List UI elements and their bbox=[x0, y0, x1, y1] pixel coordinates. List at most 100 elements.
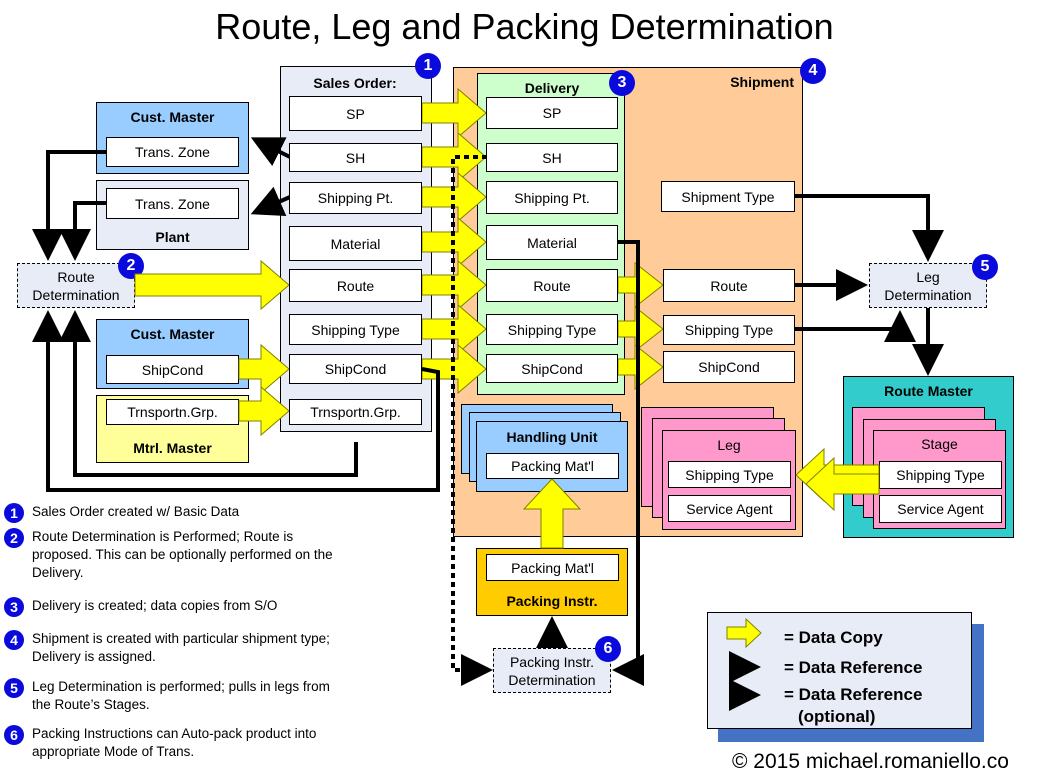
shipment-field-route: Route bbox=[663, 269, 795, 302]
copy-arrow-delivery-to-shipment-0 bbox=[617, 261, 664, 309]
note-2: 2 Route Determination is Performed; Rout… bbox=[4, 528, 344, 584]
ref-shipping-type-to-leg-det bbox=[794, 310, 916, 342]
note-badge-6: 6 bbox=[4, 725, 24, 745]
shipment-title: Shipment bbox=[730, 74, 794, 90]
step-badge-3: 3 bbox=[609, 70, 635, 96]
optref-sh-to-packing-det bbox=[451, 155, 493, 686]
route-determination-line1: Route bbox=[57, 268, 95, 285]
packing-determination-line2: Determination bbox=[508, 671, 596, 688]
ref-cust-zone-to-route-det bbox=[32, 150, 106, 261]
stage-shipping-type: Shipping Type bbox=[879, 461, 1002, 489]
delivery-field-shipcond: ShipCond bbox=[486, 354, 618, 383]
route-master-title: Route Master bbox=[884, 383, 973, 399]
copy-arrow-mtrlmaster-to-so bbox=[238, 385, 290, 437]
note-text-6: Packing Instructions can Auto-pack produ… bbox=[32, 726, 317, 759]
note-1: 1 Sales Order created w/ Basic Data bbox=[4, 503, 344, 523]
copy-arrow-delivery-to-shipment-1 bbox=[617, 305, 664, 353]
note-text-2: Route Determination is Performed; Route … bbox=[32, 529, 333, 580]
ref-trnsportn-to-route-det bbox=[59, 310, 358, 477]
plant-title: Plant bbox=[155, 229, 190, 245]
diagram-title: Route, Leg and Packing Determination bbox=[215, 6, 834, 47]
delivery-field-shipping-pt: Shipping Pt. bbox=[486, 181, 618, 214]
data-reference-arrows bbox=[32, 137, 944, 686]
sales-order-field-route: Route bbox=[289, 269, 422, 302]
step-badge-5: 5 bbox=[972, 254, 998, 280]
packing-instr-title: Packing Instr. bbox=[506, 593, 598, 609]
copyright: © 2015 michael.romaniello.co bbox=[732, 750, 1009, 773]
packing-determination-line1: Packing Instr. bbox=[509, 653, 595, 670]
note-badge-4: 4 bbox=[4, 630, 24, 650]
note-text-4: Shipment is created with particular ship… bbox=[32, 631, 330, 664]
delivery-field-shipping-type: Shipping Type bbox=[486, 314, 618, 345]
leg-title: Leg bbox=[717, 437, 741, 453]
copy-arrow-route-det-to-so bbox=[134, 259, 290, 311]
legend-icons bbox=[726, 617, 762, 711]
leg-determination-line1: Leg bbox=[916, 268, 940, 285]
ref-shipcond-to-route-det bbox=[32, 310, 440, 492]
stage-title: Stage bbox=[921, 436, 958, 452]
copy-arrow-stage-to-leg-1 bbox=[805, 456, 880, 512]
delivery-field-sh: SH bbox=[486, 143, 618, 172]
ref-sh-to-cust-master bbox=[250, 137, 291, 167]
copy-arrow-delivery-to-shipment-2 bbox=[617, 343, 664, 391]
copy-arrow-so-to-delivery-0 bbox=[421, 87, 487, 139]
delivery-field-route: Route bbox=[486, 269, 618, 302]
step-badge-4: 4 bbox=[800, 58, 826, 84]
sales-order-field-sp: SP bbox=[289, 96, 422, 131]
step-badge-1: 1 bbox=[415, 53, 441, 79]
shipment-field-shipping-type: Shipping Type bbox=[663, 315, 795, 345]
note-text-5: Leg Determination is performed; pulls in… bbox=[32, 679, 330, 712]
route-determination-line2: Determination bbox=[32, 286, 120, 303]
route-determination: Route Determination bbox=[17, 263, 135, 308]
leg-service-agent: Service Agent bbox=[668, 495, 791, 522]
cust-master-shipcond: ShipCond bbox=[106, 355, 239, 384]
sales-order-field-shipping-type: Shipping Type bbox=[289, 314, 422, 345]
copy-arrow-so-to-delivery-1 bbox=[421, 131, 487, 183]
sales-order-field-shipcond: ShipCond bbox=[289, 354, 422, 384]
data-copy-arrow-icon bbox=[726, 617, 762, 649]
sales-order-field-trnsportn-grp: Trnsportn.Grp. bbox=[289, 399, 422, 425]
sales-order-field-sh: SH bbox=[289, 143, 422, 172]
ref-shippingpt-to-plant bbox=[250, 186, 291, 217]
cust-master-top-title: Cust. Master bbox=[130, 109, 215, 125]
note-4: 4 Shipment is created with particular sh… bbox=[4, 630, 344, 668]
handling-unit-packing-matl: Packing Mat'l bbox=[486, 453, 619, 479]
delivery-field-material: Material bbox=[486, 225, 618, 260]
mtrl-master-title: Mtrl. Master bbox=[133, 440, 212, 456]
note-badge-3: 3 bbox=[4, 597, 24, 617]
ref-material-to-packing-det bbox=[612, 240, 644, 686]
handling-unit-title: Handling Unit bbox=[506, 429, 598, 445]
leg-shipping-type: Shipping Type bbox=[668, 461, 791, 488]
note-6: 6 Packing Instructions can Auto-pack pro… bbox=[4, 725, 344, 763]
legend-label-data-reference-optional: = Data Reference bbox=[784, 685, 923, 704]
note-text-3: Delivery is created; data copies from S/… bbox=[32, 598, 278, 613]
copy-arrow-so-to-delivery-5 bbox=[421, 303, 487, 355]
notes-list: 1 Sales Order created w/ Basic Data 2 Ro… bbox=[4, 503, 344, 773]
delivery-title: Delivery bbox=[524, 80, 580, 96]
legend-label-data-reference: = Data Reference bbox=[784, 658, 923, 677]
data-reference-optional-arrows bbox=[451, 155, 493, 686]
sales-order-field-shipping-pt: Shipping Pt. bbox=[289, 182, 422, 214]
note-3: 3 Delivery is created; data copies from … bbox=[4, 597, 344, 617]
note-badge-1: 1 bbox=[4, 503, 24, 523]
ref-plant-zone-to-route-det bbox=[59, 201, 106, 261]
note-badge-5: 5 bbox=[4, 678, 24, 698]
note-text-1: Sales Order created w/ Basic Data bbox=[32, 504, 240, 519]
copy-arrow-custmaster-to-so bbox=[238, 343, 290, 395]
packing-instr-determination: Packing Instr. Determination bbox=[493, 648, 611, 693]
leg-determination-line2: Determination bbox=[884, 286, 972, 303]
plant-trans-zone: Trans. Zone bbox=[106, 188, 239, 219]
sales-order-title: Sales Order: bbox=[313, 75, 397, 91]
packing-instr-packing-matl: Packing Mat'l bbox=[486, 554, 619, 581]
cust-master-trans-zone: Trans. Zone bbox=[106, 137, 239, 167]
stage-service-agent: Service Agent bbox=[879, 495, 1002, 523]
ref-shipment-type-to-leg-det bbox=[794, 194, 944, 262]
note-5: 5 Leg Determination is performed; pulls … bbox=[4, 678, 344, 716]
copy-arrow-packing-instr-to-hu bbox=[522, 478, 582, 549]
legend-label-data-copy: = Data Copy bbox=[784, 628, 883, 647]
leg-determination: Leg Determination bbox=[869, 263, 987, 308]
delivery-field-sp: SP bbox=[486, 97, 618, 129]
sales-order-field-material: Material bbox=[289, 226, 422, 261]
cust-master-bottom-title: Cust. Master bbox=[130, 326, 215, 342]
